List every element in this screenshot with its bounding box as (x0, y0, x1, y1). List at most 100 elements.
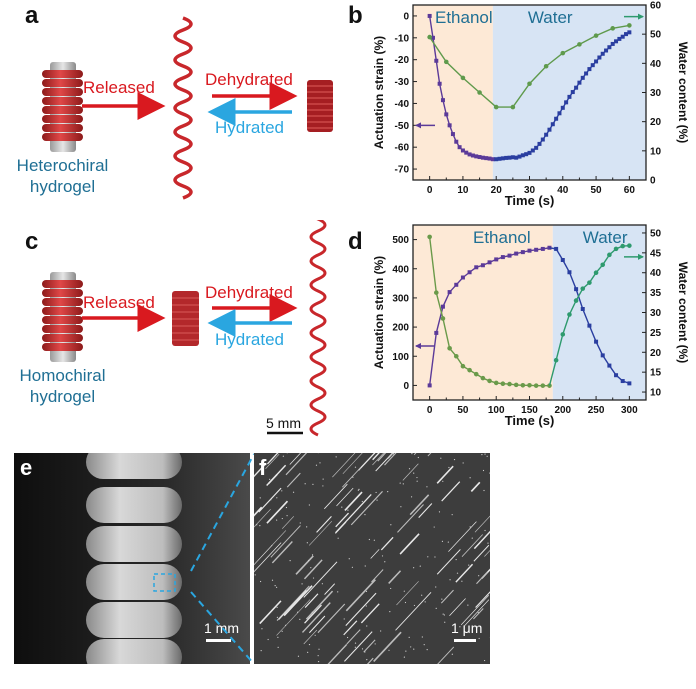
contracted-coil-a (307, 80, 333, 132)
data-point (447, 123, 452, 128)
data-point (544, 132, 549, 137)
sem-fiber (360, 603, 380, 624)
caption-c-line1: Homochiral (19, 366, 106, 385)
x-tick-label: 60 (624, 185, 636, 196)
sem-particle (277, 636, 279, 638)
data-point (487, 156, 492, 161)
y2-axis-label: Water content (%) (676, 42, 690, 144)
sem-particle (284, 624, 287, 626)
data-point (567, 94, 572, 99)
data-point (527, 248, 532, 253)
sem-particle (462, 462, 464, 464)
sem-particle (346, 636, 349, 639)
x-tick-label: 0 (427, 405, 433, 416)
data-point (594, 59, 599, 64)
data-point (484, 156, 489, 161)
sem-fiber (303, 561, 338, 598)
sem-particle (387, 491, 389, 493)
sem-particle (419, 565, 421, 567)
sem-particle (322, 478, 324, 480)
sem-particle (410, 646, 412, 648)
sem-fiber (271, 530, 287, 547)
sem-particle (259, 580, 262, 583)
sem-particle (478, 575, 480, 577)
data-point (620, 243, 625, 249)
sem-fiber (371, 569, 384, 583)
sem-particle (413, 648, 415, 650)
data-point (540, 137, 545, 142)
data-point (614, 373, 619, 378)
data-point (513, 382, 519, 388)
sem-fiber (254, 544, 273, 566)
y-tick-label: -30 (395, 77, 410, 88)
zoom-region-box (153, 573, 176, 592)
sem-fiber (265, 453, 280, 469)
sem-particle (477, 611, 479, 614)
wound-hydrogel-cylinder-c (42, 272, 83, 362)
data-point (613, 246, 619, 252)
data-point (457, 145, 462, 150)
data-point (474, 265, 479, 270)
sem-particle (319, 462, 321, 464)
data-point (434, 290, 439, 295)
data-point (560, 332, 566, 337)
sem-particle (292, 491, 295, 493)
sem-particle (322, 485, 324, 487)
sem-particle (392, 453, 395, 455)
data-point (467, 367, 472, 373)
sem-particle (289, 559, 291, 562)
scale-bar-c-label: 5 mm (266, 415, 301, 431)
scale-bar-e (206, 639, 231, 642)
data-point (570, 90, 575, 95)
sem-particle (443, 614, 445, 616)
sem-particle (321, 583, 323, 585)
data-point (507, 381, 512, 387)
sem-fiber (464, 599, 490, 626)
caption-c: Homochiral hydrogel (5, 365, 120, 407)
sem-fiber (308, 615, 326, 634)
sem-particle (311, 554, 314, 556)
caption-c-line2: hydrogel (29, 387, 96, 406)
sem-fiber (380, 536, 394, 551)
sem-fiber (357, 453, 376, 471)
sem-particle (390, 524, 392, 526)
sem-fiber (289, 453, 302, 465)
sem-fiber (303, 629, 318, 645)
sem-fiber (397, 504, 424, 533)
y2-tick-label: 40 (650, 268, 662, 279)
panel-label-a: a (25, 2, 39, 29)
data-point (460, 148, 465, 153)
sem-particle (405, 650, 407, 652)
data-point (487, 378, 492, 384)
sem-particle (276, 586, 278, 588)
data-point (467, 152, 472, 157)
sem-fiber (449, 598, 466, 617)
left-axis-arrowhead (415, 343, 421, 350)
sem-fiber (461, 534, 484, 557)
data-point (447, 290, 452, 295)
sem-fiber (266, 500, 289, 524)
sem-fiber (258, 487, 282, 513)
sem-particle (358, 488, 360, 490)
data-point (480, 155, 485, 160)
y-axis-label: Actuation strain (%) (372, 256, 386, 369)
data-point (514, 155, 519, 160)
data-point (477, 90, 482, 95)
sem-particle (408, 468, 411, 470)
x-tick-label: 20 (491, 185, 503, 196)
data-point (577, 42, 582, 47)
region-label-water: Water (528, 8, 573, 27)
y2-tick-label: 40 (650, 59, 662, 70)
y2-tick-label: 20 (650, 117, 662, 128)
data-point (443, 59, 449, 65)
data-point (580, 286, 586, 291)
y2-tick-label: 35 (650, 288, 662, 299)
y2-tick-label: 50 (650, 228, 662, 239)
data-point (580, 75, 585, 80)
sem-particle (374, 643, 376, 645)
sem-particle (308, 504, 310, 506)
sem-particle (455, 558, 457, 561)
sem-particle (361, 648, 364, 650)
sem-fiber (363, 639, 376, 653)
